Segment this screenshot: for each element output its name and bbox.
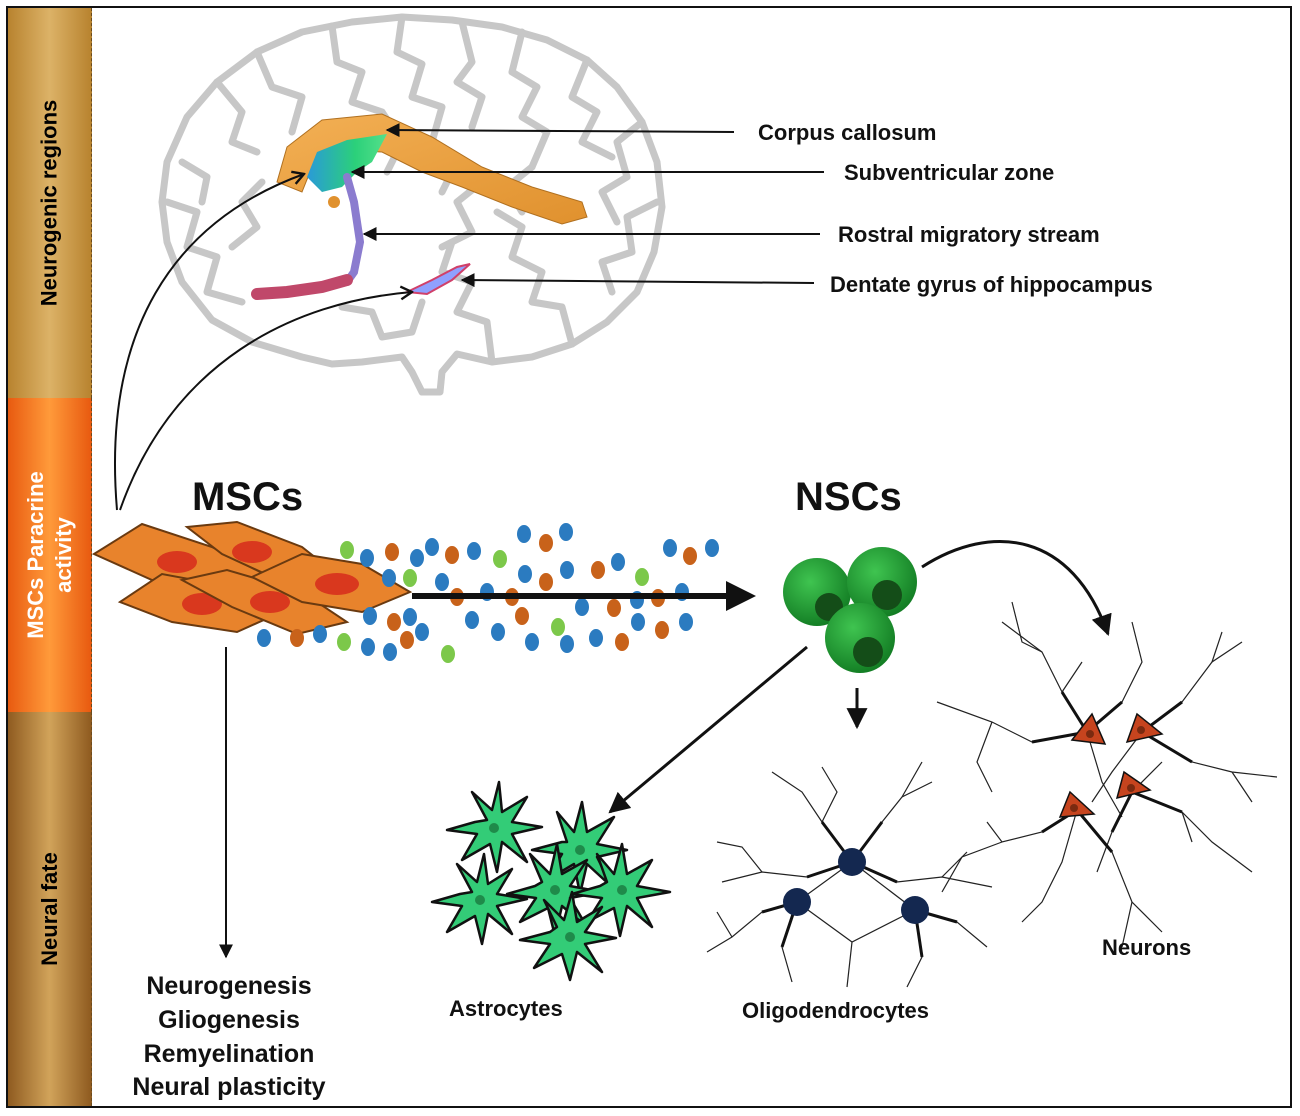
factor-dot <box>589 629 603 647</box>
nsc-cell <box>825 603 895 673</box>
msc-cell <box>179 568 350 636</box>
factor-dot <box>615 633 629 651</box>
factor-dot <box>465 611 479 629</box>
figure-frame: Neurogenic regions MSCs Paracrine activi… <box>6 6 1292 1108</box>
factor-dot <box>539 573 553 591</box>
arrow-nscs-to-astrocytes <box>608 645 808 814</box>
sidebar-band-mscs-paracrine: MSCs Paracrine activity <box>8 398 92 712</box>
factor-dot <box>441 645 455 663</box>
factor-dot <box>560 635 574 653</box>
factor-dot <box>607 599 621 617</box>
brain-label-arrows <box>350 123 824 288</box>
factor-dot <box>560 561 574 579</box>
factor-dot <box>663 539 677 557</box>
astrocyte-nuclei <box>475 823 627 942</box>
factor-dot <box>361 638 375 656</box>
label-subventricular-zone: Subventricular zone <box>844 160 1054 185</box>
factor-dot <box>340 541 354 559</box>
factor-dot <box>591 561 605 579</box>
rostral-migratory-stream-shape <box>343 173 365 286</box>
factor-dot <box>387 613 401 631</box>
sidebar-band-neurogenic-regions: Neurogenic regions <box>8 8 92 398</box>
label-rostral-migratory-stream: Rostral migratory stream <box>838 222 1100 247</box>
factor-dot <box>410 549 424 567</box>
factor-dot <box>539 534 553 552</box>
curve-mscs-to-dentate <box>119 292 412 511</box>
factor-dot <box>363 607 377 625</box>
label-corpus-callosum: Corpus callosum <box>758 120 936 145</box>
factor-dot <box>575 598 589 616</box>
label-astrocytes: Astrocytes <box>449 996 563 1021</box>
factor-dot <box>635 568 649 586</box>
factor-dot <box>655 621 669 639</box>
factor-dot <box>705 539 719 557</box>
label-dentate-gyrus: Dentate gyrus of hippocampus <box>830 272 1153 297</box>
arrow-corpus-callosum <box>385 123 735 138</box>
factor-dot <box>518 565 532 583</box>
factor-dot <box>515 607 529 625</box>
neuron-soma <box>1070 712 1107 745</box>
factor-dot <box>400 631 414 649</box>
factor-dot <box>403 569 417 587</box>
diagram-canvas: Corpus callosum Subventricular zone Rost… <box>91 13 1278 1101</box>
factor-dot <box>631 613 645 631</box>
factor-dot <box>435 573 449 591</box>
label-mscs: MSCs <box>192 475 303 519</box>
curve-mscs-to-svz <box>113 174 304 511</box>
neuron-somas <box>1058 712 1164 818</box>
factor-dot <box>257 629 271 647</box>
nsc-cluster <box>783 547 917 673</box>
subventricular-zone-shape <box>307 134 387 192</box>
label-oligodendrocytes: Oligodendrocytes <box>742 998 929 1023</box>
factor-dot <box>385 543 399 561</box>
oligodendrocyte-nucleus <box>838 848 866 876</box>
label-neurons: Neurons <box>1102 935 1191 960</box>
factor-dot <box>403 608 417 626</box>
factor-dot <box>559 523 573 541</box>
msc-cell <box>117 572 280 634</box>
factor-dot <box>517 525 531 543</box>
arrow-nscs-to-neurons <box>921 540 1112 636</box>
factor-dot <box>383 643 397 661</box>
msc-cell <box>249 552 413 614</box>
effect-item: Neural plasticity <box>132 1073 325 1101</box>
brain-outline <box>158 13 666 396</box>
factor-dot <box>445 546 459 564</box>
effect-item: Neurogenesis <box>146 972 311 1000</box>
dentate-gyrus-shape <box>403 263 471 296</box>
factor-dot <box>493 550 507 568</box>
effect-item: Remyelination <box>144 1040 315 1068</box>
label-nscs: NSCs <box>795 475 902 519</box>
sidebar-band-neural-fate: Neural fate <box>8 712 92 1106</box>
factor-dot <box>360 549 374 567</box>
nsc-cell <box>847 547 917 617</box>
factor-dot <box>525 633 539 651</box>
factor-dot <box>551 618 565 636</box>
factor-dot <box>337 633 351 651</box>
neuron-soma <box>1058 790 1096 818</box>
neuron-nuclei <box>1070 726 1145 812</box>
effect-item: Gliogenesis <box>158 1006 300 1034</box>
neuron-processes <box>936 601 1278 948</box>
neuron-soma <box>1125 712 1164 744</box>
factor-dot <box>425 538 439 556</box>
rms-tail-shape <box>251 274 353 300</box>
oligodendrocyte-nucleus <box>783 888 811 916</box>
factor-dot <box>290 629 304 647</box>
factor-dot <box>683 547 697 565</box>
oligodendrocyte-nucleus <box>901 896 929 924</box>
factor-dot <box>467 542 481 560</box>
factor-dot <box>679 613 693 631</box>
arrow-dentate-gyrus <box>460 273 815 288</box>
factor-dot <box>611 553 625 571</box>
msc-cluster <box>91 520 413 636</box>
factor-dot <box>415 623 429 641</box>
factor-dot <box>491 623 505 641</box>
astrocyte-cluster <box>430 780 672 982</box>
factor-dot <box>382 569 396 587</box>
corpus-callosum-bulb <box>328 196 340 208</box>
factor-dot <box>313 625 327 643</box>
paracrine-factors <box>257 523 719 663</box>
